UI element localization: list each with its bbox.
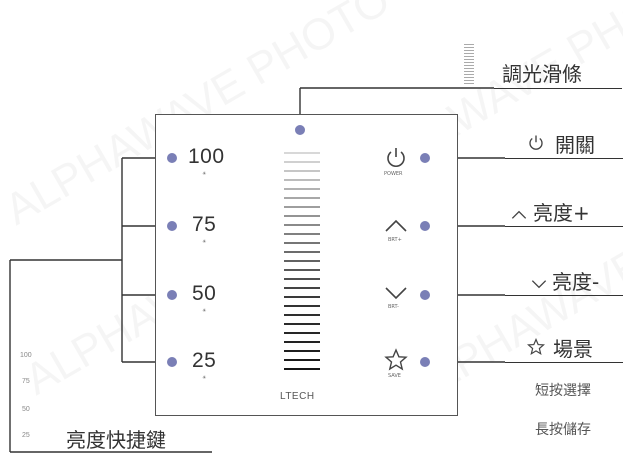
quick-key-value: 50: [192, 282, 217, 305]
slider-bar: [284, 350, 320, 352]
slider-bar: [284, 251, 320, 253]
callout-dot-scene: [420, 357, 430, 367]
sun-small-icon: ☀: [202, 171, 207, 177]
slider-bar: [284, 224, 320, 226]
chevron-up-icon: [511, 210, 527, 219]
callout-dot-50: [167, 290, 177, 300]
slider-bar: [284, 161, 320, 163]
slider-bar: [284, 278, 320, 280]
quick-key-100[interactable]: 100 ☀: [188, 146, 232, 182]
brt-down-label: 亮度-: [552, 270, 600, 294]
slider-mini-icon: [464, 44, 474, 84]
power-caption: POWER: [384, 171, 403, 177]
callout-dot-brt-up: [420, 221, 430, 231]
mini-legend-value: 100: [20, 352, 32, 359]
callout-dot-brt-down: [420, 290, 430, 300]
quick-keys-mini-legend: 100 75 50 25: [20, 352, 40, 442]
callout-dot-100: [167, 153, 177, 163]
star-icon: [384, 348, 408, 371]
power-label: 開關: [555, 133, 595, 157]
control-panel: [155, 114, 458, 416]
slider-bar: [284, 368, 320, 370]
chevron-down-icon: [531, 280, 547, 289]
slider-bar: [284, 188, 320, 190]
power-icon: [387, 148, 405, 167]
callout-dot-25: [167, 357, 177, 367]
dimming-slider[interactable]: [282, 146, 322, 384]
quick-key-value: 75: [192, 213, 217, 236]
callout-dot-75: [167, 221, 177, 231]
slider-bar: [284, 179, 320, 181]
slider-bar: [284, 332, 320, 334]
slider-bar: [284, 206, 320, 208]
slider-bar: [284, 314, 320, 316]
brightness-up-button[interactable]: BRT+: [380, 214, 412, 250]
short-press-note: 短按選擇: [535, 383, 591, 399]
callout-dot-slider: [295, 125, 305, 135]
power-button[interactable]: POWER: [380, 144, 412, 180]
brightness-down-button[interactable]: BRT-: [380, 283, 412, 319]
scene-callout: 場景: [505, 337, 623, 361]
slider-bar: [284, 305, 320, 307]
brt-up-label: 亮度+: [533, 201, 590, 225]
slider-bar: [284, 323, 320, 325]
mini-legend-value: 75: [22, 378, 30, 385]
quick-keys-label: 亮度快捷鍵: [66, 428, 166, 452]
power-label-underline: [505, 158, 623, 159]
chevron-up-icon: [385, 219, 407, 232]
brt-down-callout: 亮度-: [505, 271, 623, 295]
slider-bar: [284, 359, 320, 361]
chevron-down-icon: [385, 287, 407, 300]
sun-small-icon: ☀: [202, 375, 207, 381]
scene-button[interactable]: SAVE: [380, 346, 412, 386]
brt-up-label-underline: [505, 226, 623, 227]
power-icon: [529, 135, 543, 150]
slider-bar: [284, 269, 320, 271]
mini-legend-value: 50: [22, 406, 30, 413]
quick-key-value: 100: [188, 145, 225, 168]
brand-logo: LTECH: [280, 391, 315, 402]
quick-key-value: 25: [192, 349, 217, 372]
slider-bar: [284, 296, 320, 298]
star-icon: [527, 338, 545, 356]
slider-bar: [284, 260, 320, 262]
quick-key-25[interactable]: 25 ☀: [192, 350, 232, 386]
slider-bar: [284, 152, 320, 154]
slider-bar: [284, 242, 320, 244]
slider-bar: [284, 197, 320, 199]
slider-bar: [284, 215, 320, 217]
slider-label: 調光滑條: [502, 62, 582, 86]
long-press-note: 長按儲存: [535, 422, 591, 438]
brt-up-callout: 亮度+: [505, 202, 623, 226]
slider-bar: [284, 341, 320, 343]
slider-bar: [284, 233, 320, 235]
sun-small-icon: ☀: [202, 239, 207, 245]
mini-legend-value: 25: [22, 432, 30, 439]
power-callout: 開關: [505, 134, 623, 158]
brt-down-label-underline: [505, 295, 623, 296]
slider-label-underline: [494, 88, 622, 89]
brightness-up-caption: BRT+: [388, 237, 402, 243]
quick-key-75[interactable]: 75 ☀: [192, 214, 232, 250]
slider-bar: [284, 170, 320, 172]
scene-label-underline: [505, 362, 623, 363]
callout-dot-power: [420, 153, 430, 163]
slider-bar: [284, 287, 320, 289]
quick-key-50[interactable]: 50 ☀: [192, 283, 232, 319]
scene-caption: SAVE: [388, 373, 401, 379]
brightness-down-caption: BRT-: [388, 304, 399, 310]
sun-small-icon: ☀: [202, 308, 207, 314]
scene-label: 場景: [553, 337, 593, 361]
